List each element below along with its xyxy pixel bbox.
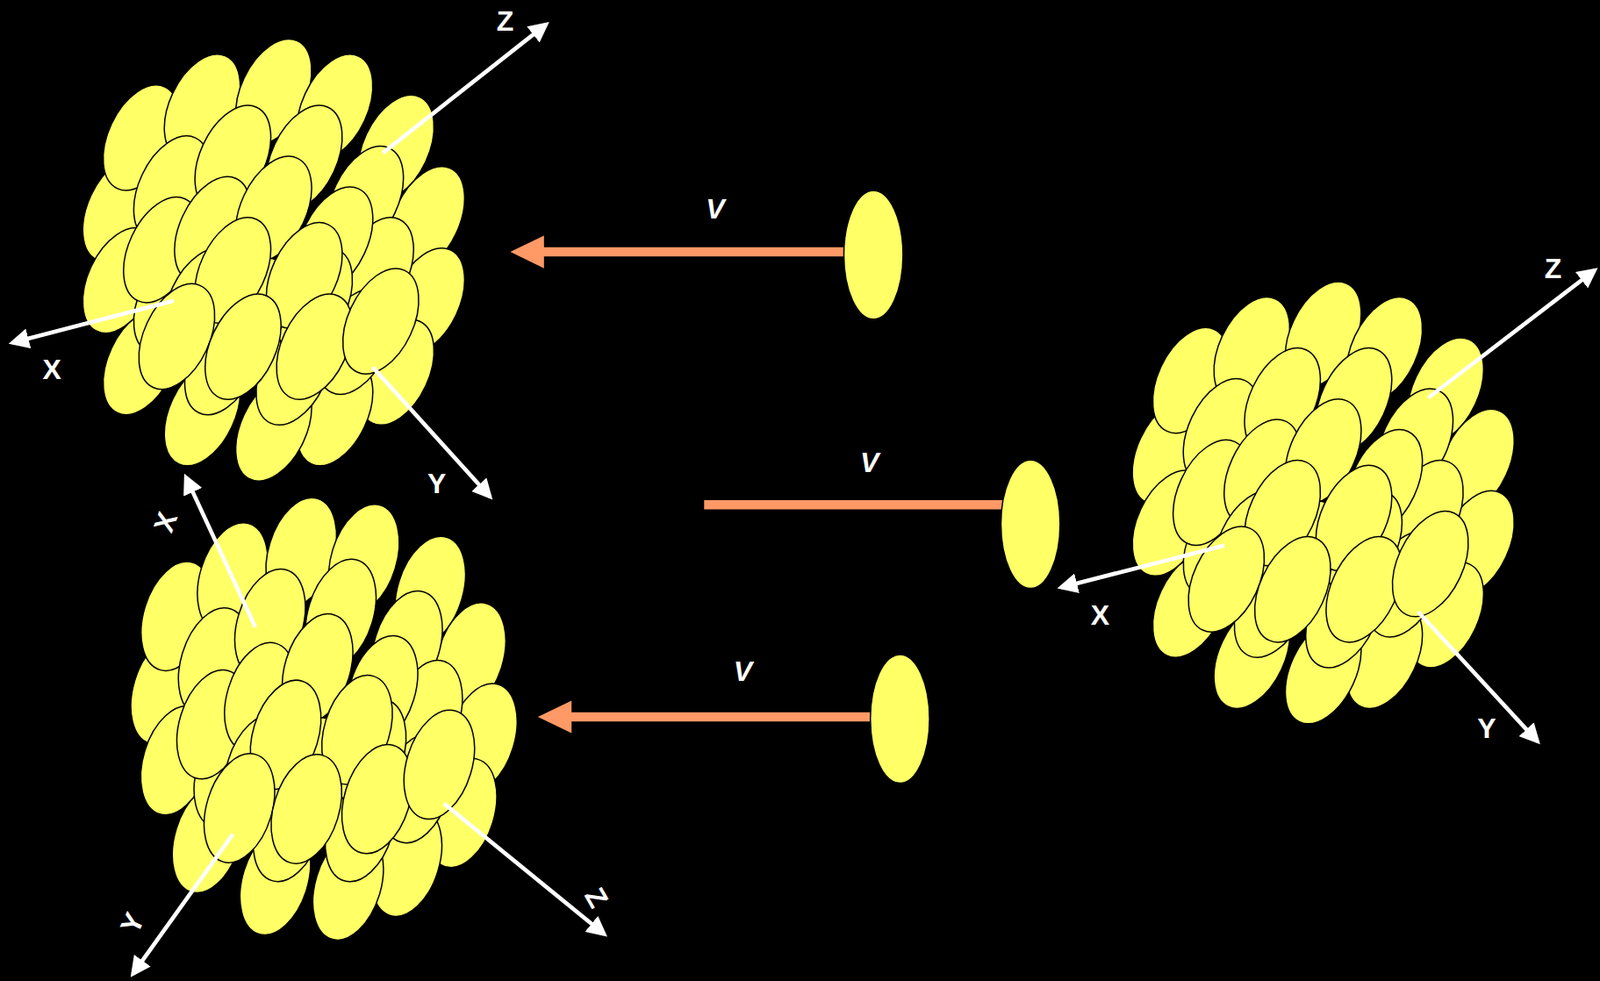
axis-label: Z	[496, 7, 515, 36]
axis-label: Y	[427, 469, 446, 498]
velocity-label: V	[860, 448, 879, 477]
axis-label: Z	[1544, 254, 1563, 283]
axis-label: Y	[115, 909, 150, 939]
axis-label: Y	[1477, 714, 1496, 743]
axis-label: X	[149, 509, 182, 537]
velocity-label: V	[705, 194, 725, 223]
axis-label: Z	[580, 883, 613, 913]
velocity-label: V	[733, 657, 753, 686]
axis-label: X	[43, 355, 62, 384]
axis-label: X	[1090, 601, 1110, 630]
